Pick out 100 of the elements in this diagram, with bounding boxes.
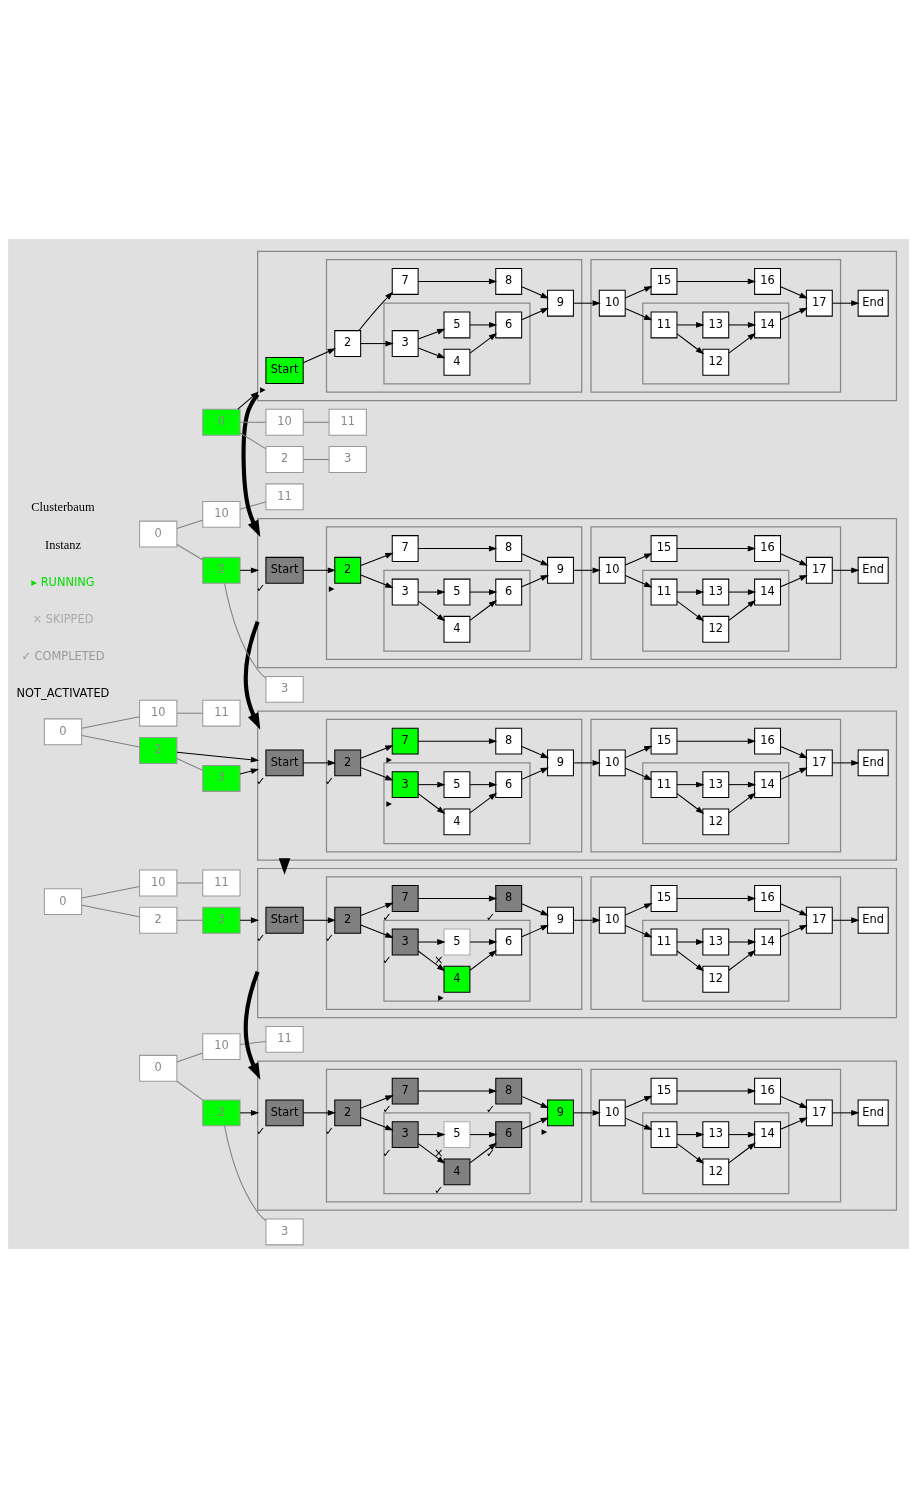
node-box: 3 — [391, 330, 419, 358]
node-box: 10 — [265, 408, 304, 436]
connector — [239, 421, 267, 423]
node-box: 4 — [443, 1158, 471, 1186]
arrow — [573, 300, 601, 307]
node-box: 5 — [443, 771, 471, 799]
arrow — [302, 917, 337, 924]
arrow — [239, 1109, 260, 1116]
arrow — [780, 903, 808, 916]
arrow — [521, 903, 549, 916]
node-box: 6 — [495, 578, 523, 606]
arrow — [469, 1131, 498, 1138]
node-box: Start — [265, 556, 304, 584]
node-label: ✓ — [485, 1145, 496, 1160]
arrow — [360, 574, 394, 588]
node-box: 15 — [650, 1077, 678, 1105]
node-box: 3 — [265, 1218, 304, 1246]
node-box: 2 — [334, 749, 362, 777]
node-label: ▸ — [259, 381, 266, 396]
arrow — [417, 347, 446, 359]
arrow — [521, 307, 549, 321]
node-label: ✓ — [382, 1102, 392, 1117]
arrow — [302, 567, 337, 574]
node-box: 0 — [202, 408, 241, 436]
connector — [239, 432, 267, 450]
node-box: 2 — [265, 446, 304, 473]
node-label: ▸ — [328, 581, 335, 596]
node-box: 8 — [495, 885, 523, 912]
arrow — [780, 307, 808, 321]
node-box: 10 — [202, 500, 241, 528]
node-box: 5 — [443, 1121, 471, 1149]
node-label: ✓ — [324, 1123, 335, 1138]
node-box: 0 — [43, 718, 83, 746]
cluster — [257, 867, 898, 1019]
node-box: 9 — [547, 906, 574, 934]
node-box: 2 — [202, 556, 241, 584]
node-box: 11 — [650, 1121, 678, 1149]
arrow — [728, 781, 757, 788]
arrow — [624, 745, 653, 759]
node-box: 11 — [650, 771, 678, 799]
arrow — [360, 1117, 394, 1131]
node-box: 3 — [391, 771, 419, 799]
node-box: 4 — [443, 615, 471, 643]
node-box: 16 — [754, 727, 781, 755]
arrow — [676, 895, 757, 902]
arrow — [417, 950, 446, 972]
node-box: 14 — [754, 771, 781, 799]
cluster — [257, 710, 898, 861]
connector — [176, 544, 204, 561]
node-box: 9 — [547, 289, 574, 317]
node-box: 9 — [547, 749, 574, 777]
node-box: 0 — [139, 520, 178, 548]
node-box: Start — [265, 357, 304, 384]
arrow — [676, 793, 705, 814]
arrow — [780, 553, 808, 566]
node-box: 17 — [805, 906, 833, 934]
arrow — [624, 925, 653, 938]
node-box: 0 — [43, 888, 83, 916]
arrow — [239, 917, 260, 924]
connector — [81, 886, 140, 899]
arrow — [302, 348, 336, 364]
arrow — [728, 1131, 757, 1138]
connector — [239, 1040, 267, 1045]
node-box: 11 — [202, 699, 241, 727]
arrow — [624, 286, 653, 299]
node-box: 16 — [754, 885, 781, 912]
node-label: ✓ — [382, 1145, 392, 1160]
node-label: ✓ — [485, 909, 496, 924]
node-box: End — [857, 289, 889, 317]
connector — [224, 582, 267, 679]
arrow — [728, 589, 757, 595]
arrow — [360, 340, 394, 347]
node-box: 12 — [702, 808, 730, 836]
arrow — [358, 291, 394, 331]
node-box: 5 — [443, 311, 471, 339]
connector — [176, 758, 204, 771]
node-box: 9 — [547, 1099, 574, 1127]
arrow — [676, 939, 705, 945]
arrow — [241, 393, 261, 538]
arrow — [521, 1095, 549, 1109]
node-box: 13 — [702, 578, 730, 606]
arrow — [239, 768, 260, 775]
arrow — [521, 286, 549, 299]
node-box: 13 — [702, 1121, 730, 1149]
arrow — [573, 917, 601, 924]
arrow — [469, 322, 498, 328]
node-box: 0 — [139, 1054, 178, 1082]
arrow — [243, 971, 261, 1080]
arrow — [302, 760, 337, 766]
arrow — [417, 738, 498, 745]
arrow — [573, 760, 601, 766]
arrow — [728, 322, 757, 328]
arrow — [624, 307, 653, 321]
node-box: 7 — [391, 268, 419, 295]
arrow — [780, 1117, 808, 1130]
arrow — [728, 600, 756, 621]
node-box: 10 — [139, 699, 178, 727]
cluster — [257, 517, 898, 669]
node-box: 17 — [805, 1099, 833, 1127]
cluster — [257, 1060, 898, 1211]
